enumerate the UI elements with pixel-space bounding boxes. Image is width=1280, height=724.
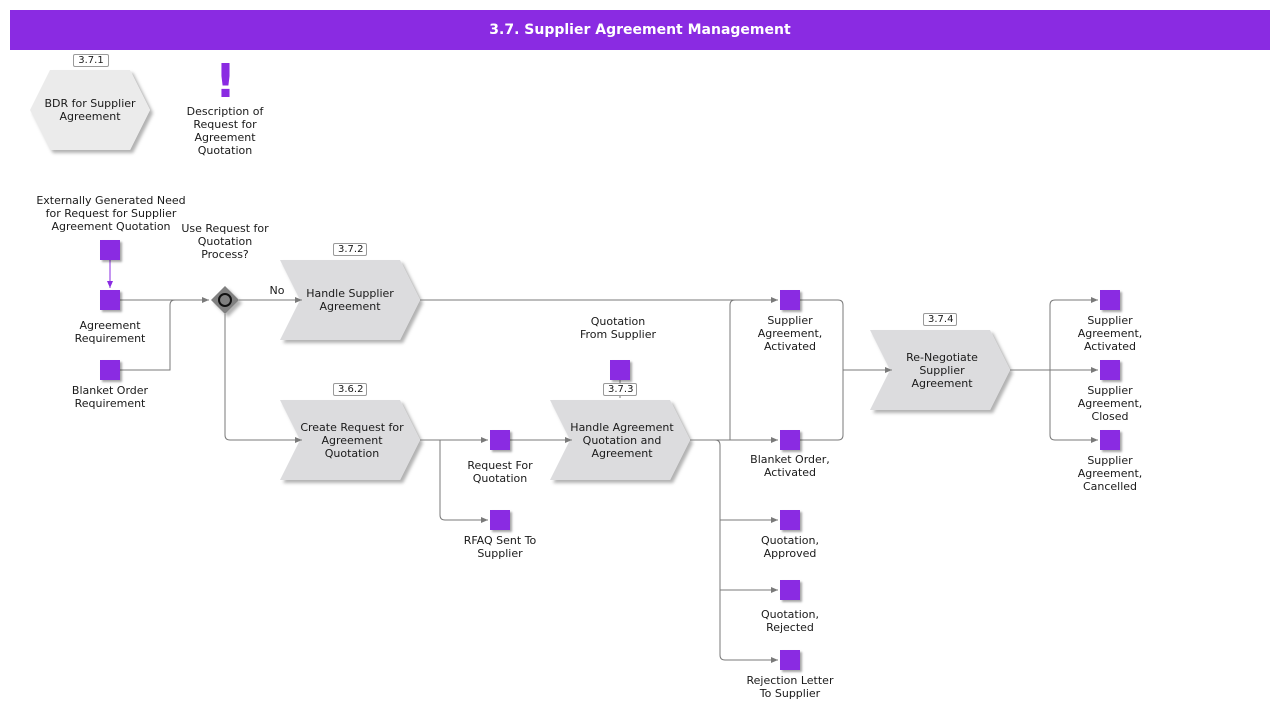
gateway-xor[interactable] — [211, 286, 239, 314]
event-rfaq-sent-label: RFAQ Sent To Supplier — [463, 534, 537, 560]
description-label: Description of Request for Agreement Quo… — [186, 105, 264, 157]
event-quotation-rejected-label: Quotation, Rejected — [761, 608, 819, 634]
exclamation-icon: ! — [215, 54, 236, 108]
connectors — [107, 260, 1098, 663]
event-quotation-approved[interactable] — [780, 510, 800, 530]
event-agreement-requirement-label: Agreement Requirement — [74, 319, 146, 345]
process-shape-create-request[interactable] — [280, 400, 420, 480]
event-agreement-cancelled-label: Supplier Agreement, Cancelled — [1077, 454, 1143, 493]
process-label-renegotiate: Re-Negotiate Supplier Agreement — [906, 350, 978, 390]
event-request-for-quotation[interactable] — [490, 430, 510, 450]
event-blanket-order-activated-label: Blanket Order, Activated — [750, 453, 830, 479]
process-label-handle-quotation: Handle Agreement Quotation and Agreement — [570, 420, 674, 460]
process-id-handle-supplier-agreement: 3.7.2 — [333, 243, 367, 256]
event-blanket-order-requirement-label: Blanket Order Requirement — [71, 384, 149, 410]
event-agreement-activated-1-label: Supplier Agreement, Activated — [757, 314, 823, 353]
event-quotation-from-supplier-label: Quotation From Supplier — [579, 315, 657, 341]
event-agreement-activated-2[interactable] — [1100, 290, 1120, 310]
process-label-handle-supplier-agreement: Handle Supplier Agreement — [306, 287, 394, 313]
event-rejection-letter-label: Rejection Letter To Supplier — [746, 674, 834, 700]
event-external-need[interactable] — [100, 240, 120, 260]
bdr-hexagon[interactable] — [30, 70, 150, 150]
event-request-for-quotation-label: Request For Quotation — [467, 459, 533, 485]
bdr-id-tag: 3.7.1 — [73, 54, 109, 67]
event-rfaq-sent[interactable] — [490, 510, 510, 530]
event-agreement-closed-label: Supplier Agreement, Closed — [1077, 384, 1143, 423]
process-shape-handle-quotation[interactable] — [550, 400, 690, 480]
event-rejection-letter[interactable] — [780, 650, 800, 670]
event-blanket-order-requirement[interactable] — [100, 360, 120, 380]
process-shape-renegotiate[interactable] — [870, 330, 1010, 410]
event-quotation-rejected[interactable] — [780, 580, 800, 600]
process-shape-handle-supplier-agreement[interactable] — [280, 260, 420, 340]
gateway-question: Use Request for Quotation Process? — [181, 222, 269, 261]
event-quotation-approved-label: Quotation, Approved — [761, 534, 819, 560]
event-agreement-requirement[interactable] — [100, 290, 120, 310]
process-id-handle-quotation: 3.7.3 — [603, 383, 637, 396]
event-agreement-activated-1[interactable] — [780, 290, 800, 310]
bdr-label: BDR for Supplier Agreement — [44, 97, 136, 123]
process-id-create-request: 3.6.2 — [333, 383, 367, 396]
event-agreement-closed[interactable] — [1100, 360, 1120, 380]
event-quotation-from-supplier[interactable] — [610, 360, 630, 380]
process-id-renegotiate: 3.7.4 — [923, 313, 957, 326]
event-blanket-order-activated[interactable] — [780, 430, 800, 450]
event-agreement-cancelled[interactable] — [1100, 430, 1120, 450]
gateway-no-label: No — [269, 284, 285, 297]
event-agreement-activated-2-label: Supplier Agreement, Activated — [1077, 314, 1143, 353]
diagram-title: 3.7. Supplier Agreement Management — [10, 10, 1270, 50]
event-external-need-label: Externally Generated Need for Request fo… — [36, 194, 186, 233]
process-label-create-request: Create Request for Agreement Quotation — [300, 420, 404, 460]
